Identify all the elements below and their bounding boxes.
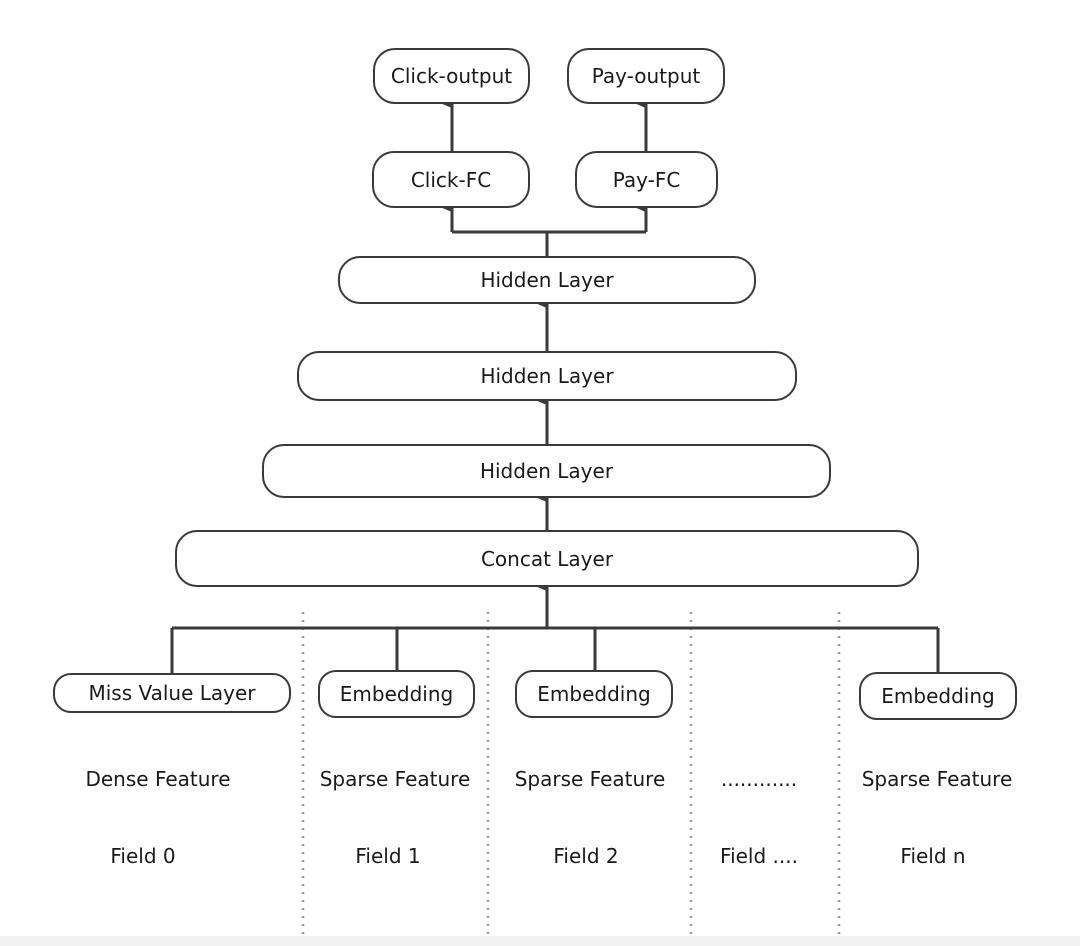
- tower-split: [452, 230, 646, 257]
- miss-value-layer: Miss Value Layer: [53, 673, 291, 713]
- hidden-layer-1: Hidden Layer: [338, 256, 756, 304]
- field-label: Field 0: [110, 844, 176, 868]
- bottom-strip: [0, 936, 1080, 946]
- hidden-layer-2: Hidden Layer: [297, 351, 797, 401]
- feature-type-label: Sparse Feature: [319, 767, 471, 791]
- feature-type-label: Dense Feature: [85, 767, 231, 791]
- click-output-node: Click-output: [373, 48, 530, 104]
- embedding-field-1: Embedding: [318, 670, 475, 718]
- click-fc-node: Click-FC: [372, 151, 530, 208]
- pay-fc-node: Pay-FC: [575, 151, 718, 208]
- hidden-layer-3: Hidden Layer: [262, 444, 831, 498]
- embedding-field-2: Embedding: [515, 670, 673, 718]
- feature-type-label: ............: [720, 767, 798, 791]
- feature-type-label: Sparse Feature: [514, 767, 666, 791]
- field-label: Field ....: [720, 844, 798, 868]
- field-label: Field n: [900, 844, 966, 868]
- concat-layer: Concat Layer: [175, 530, 919, 587]
- field-label: Field 1: [355, 844, 421, 868]
- pay-output-node: Pay-output: [567, 48, 725, 104]
- field-label: Field 2: [553, 844, 619, 868]
- embedding-field-n: Embedding: [859, 672, 1017, 720]
- input-bus: [170, 626, 940, 674]
- feature-type-label: Sparse Feature: [861, 767, 1013, 791]
